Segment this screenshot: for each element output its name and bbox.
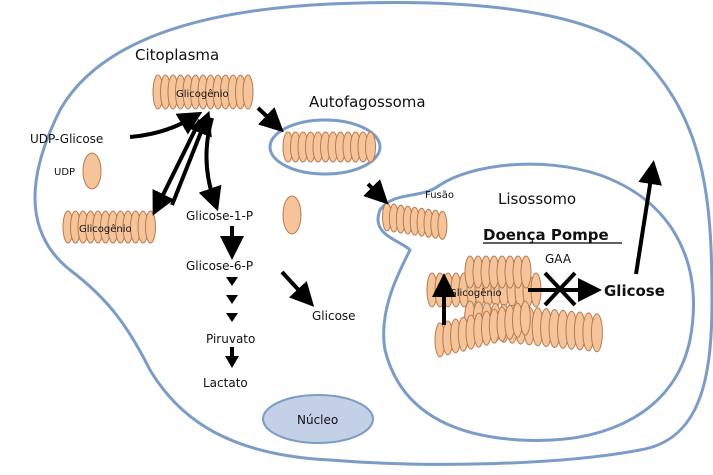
label-glycogen-left: Glicogênio: [79, 223, 132, 235]
glycolysis-steps: [225, 277, 239, 368]
glycogen-segment: [243, 75, 253, 109]
label-udp: UDP: [54, 167, 75, 178]
label-lysosome: Lisossomo: [498, 190, 576, 208]
glycogen-segment: [438, 211, 447, 239]
glycogen-segment: [146, 211, 156, 243]
label-glucose-1p: Glicose-1-P: [186, 209, 253, 223]
label-autophagosome: Autofagossoma: [309, 93, 426, 111]
glycogen-segment: [366, 132, 376, 162]
label-pompe-disease: Doença Pompe: [483, 226, 609, 244]
step-arrow-1: [226, 277, 238, 286]
step-arrow-4-shaft: [230, 347, 234, 357]
label-nucleus: Núcleo: [297, 413, 338, 427]
glycogen-cluster-autophagosome: [283, 132, 376, 162]
arrow-lyso-glucose-out: [636, 172, 652, 274]
glycogen-cluster-lysosome: [427, 256, 602, 357]
step-arrow-3: [226, 313, 238, 322]
step-arrow-2: [226, 295, 238, 304]
arrow-glycogen-to-g1p: [206, 118, 214, 200]
label-glucose-lysosome: Glicose: [604, 282, 665, 300]
label-glycogen-lysosome: Glicogênio: [449, 287, 502, 299]
arrow-glycogen-to-autophagosome: [258, 108, 275, 124]
arrow-udpglucose-to-glycogen: [130, 118, 192, 137]
step-arrow-4-head: [225, 356, 239, 368]
label-glucose-cytoplasm: Glicose: [312, 309, 356, 323]
glycogen-segment: [591, 314, 602, 352]
label-cytoplasm: Citoplasma: [135, 46, 219, 64]
udp-molecule: [83, 153, 101, 189]
arrow-autophago-to-fusion: [368, 184, 380, 196]
glycogen-segment: [520, 301, 530, 335]
label-pyruvate: Piruvato: [206, 332, 255, 346]
label-gaa: GAA: [545, 252, 572, 266]
label-udp-glucose: UDP-Glicose: [30, 132, 103, 146]
glucose-1p-molecule: [283, 196, 301, 234]
label-glucose-6p: Glicose-6-P: [186, 259, 253, 273]
label-lactate: Lactato: [203, 376, 248, 390]
glycogen-segment: [521, 256, 531, 288]
arrow-g6p-to-glucose: [282, 272, 306, 298]
glycogen-cluster-fusion: [383, 203, 447, 239]
label-fusion: Fusão: [425, 190, 454, 201]
label-glycogen-main: Glicogênio: [176, 88, 229, 100]
